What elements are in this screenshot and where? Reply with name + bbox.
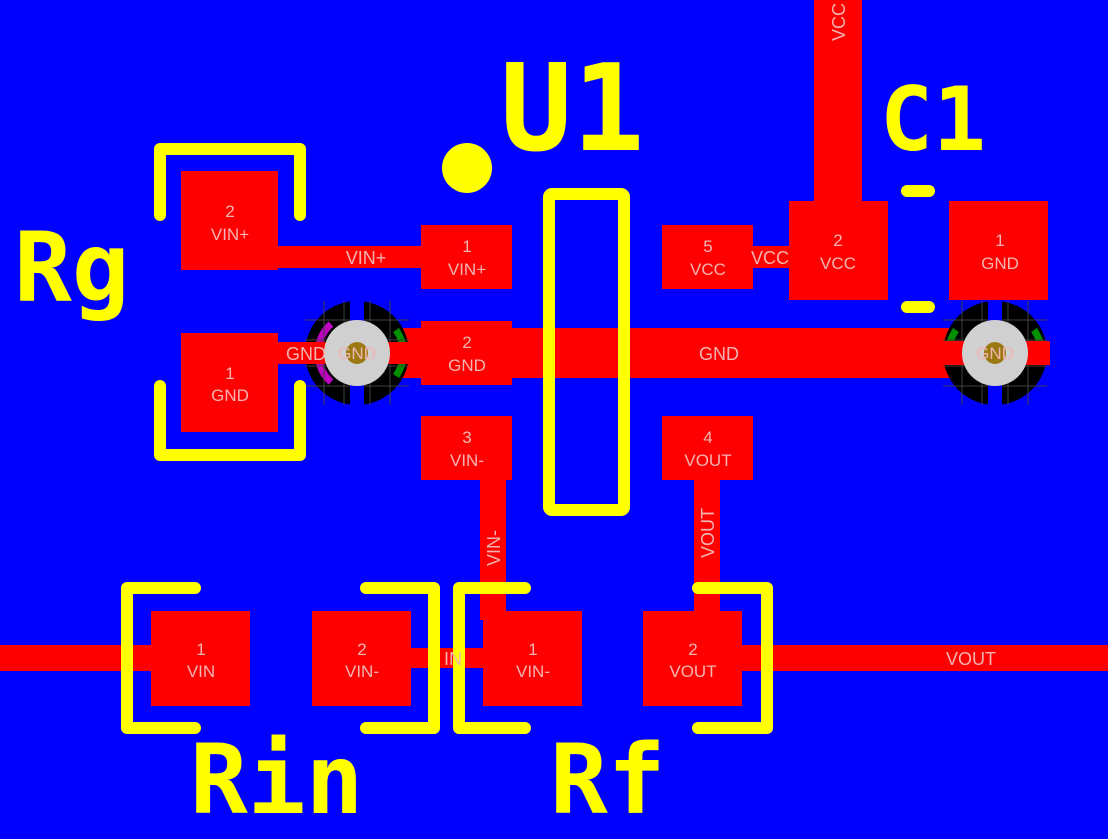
rg-outline-bottom xyxy=(154,380,306,461)
rg-outline-top xyxy=(154,143,306,221)
ref-rin: Rin xyxy=(190,724,363,836)
pad-rf-2-net: VOUT xyxy=(669,662,716,681)
pad-labels: 2 VIN+ 1 GND 1 VIN+ 2 GND 3 VIN- 5 VCC 4… xyxy=(187,202,1019,681)
ref-c1: C1 xyxy=(880,68,986,171)
pad-rin-2-net: VIN- xyxy=(345,662,379,681)
pad-u1-3[interactable] xyxy=(421,416,512,480)
pad-u1-2[interactable] xyxy=(421,321,512,385)
pad-rf-1-num: 1 xyxy=(528,640,537,659)
pad-u1-3-net: VIN- xyxy=(450,451,484,470)
pad-c1-2[interactable] xyxy=(789,201,888,300)
pad-u1-4-net: VOUT xyxy=(684,451,731,470)
trace-label-vin-plus: VIN+ xyxy=(346,248,387,268)
ref-designators: U1 C1 Rg Rin Rf xyxy=(14,40,986,836)
rin-outline-left xyxy=(121,582,201,734)
pad-rg-2-net: VIN+ xyxy=(211,225,249,244)
pad-u1-5-net: VCC xyxy=(690,260,726,279)
pad-rg-1-net: GND xyxy=(211,386,249,405)
rin-outline-right xyxy=(360,582,440,734)
trace-label-gnd-left: GND xyxy=(286,344,326,364)
pad-rg-2-num: 2 xyxy=(225,202,234,221)
pad-u1-5-num: 5 xyxy=(703,237,712,256)
ref-u1: U1 xyxy=(500,40,645,179)
trace-label-vcc-short: VCC xyxy=(751,248,789,268)
via-right[interactable] xyxy=(940,298,1050,408)
trace-labels: VCC VCC VIN+ GND GND VIN- VOUT IN VOUT xyxy=(286,3,996,669)
rf-outline-right xyxy=(692,582,773,734)
pad-c1-1[interactable] xyxy=(949,201,1048,300)
pad-rf-2[interactable] xyxy=(643,611,742,706)
u1-body-outline xyxy=(543,188,630,516)
pad-c1-1-net: GND xyxy=(981,254,1019,273)
pad-u1-5[interactable] xyxy=(662,225,753,289)
pad-u1-2-net: GND xyxy=(448,356,486,375)
pad-rin-2[interactable] xyxy=(312,611,411,706)
u1-pin1-dot xyxy=(442,143,492,193)
trace-label-vin-minus-short: IN xyxy=(444,649,462,669)
silkscreen xyxy=(121,143,935,734)
pad-u1-1[interactable] xyxy=(421,225,512,289)
pad-u1-4[interactable] xyxy=(662,416,753,480)
trace-label-vout-vertical: VOUT xyxy=(698,508,718,558)
pad-u1-2-num: 2 xyxy=(462,333,471,352)
via-left[interactable] xyxy=(302,298,412,408)
pad-u1-3-num: 3 xyxy=(462,428,471,447)
pad-rf-2-num: 2 xyxy=(688,640,697,659)
trace-label-vout-right: VOUT xyxy=(946,649,996,669)
pad-u1-4-num: 4 xyxy=(703,428,712,447)
pad-rg-1-num: 1 xyxy=(225,364,234,383)
pads xyxy=(151,171,1048,706)
pad-rg-2[interactable] xyxy=(181,171,278,270)
trace-label-gnd-main: GND xyxy=(699,344,739,364)
ref-rg: Rg xyxy=(14,212,130,324)
pad-rf-1-net: VIN- xyxy=(516,662,550,681)
pad-u1-1-net: VIN+ xyxy=(448,260,486,279)
via-left-net: GND xyxy=(338,344,376,363)
via-right-net: GND xyxy=(976,344,1014,363)
trace-label-vin-minus: VIN- xyxy=(484,530,504,566)
rf-outline-left xyxy=(453,582,531,734)
pad-u1-1-num: 1 xyxy=(462,237,471,256)
pad-c1-2-net: VCC xyxy=(820,254,856,273)
pad-rg-1[interactable] xyxy=(181,333,278,432)
trace-label-vcc-top: VCC xyxy=(829,3,849,41)
pad-c1-1-num: 1 xyxy=(995,231,1004,250)
pad-rin-1-net: VIN xyxy=(187,662,215,681)
pad-rin-1-num: 1 xyxy=(196,640,205,659)
pad-rin-2-num: 2 xyxy=(357,640,366,659)
pad-rf-1[interactable] xyxy=(483,611,582,706)
pad-rin-1[interactable] xyxy=(151,611,250,706)
pad-c1-2-num: 2 xyxy=(833,231,842,250)
ref-rf: Rf xyxy=(550,724,666,836)
